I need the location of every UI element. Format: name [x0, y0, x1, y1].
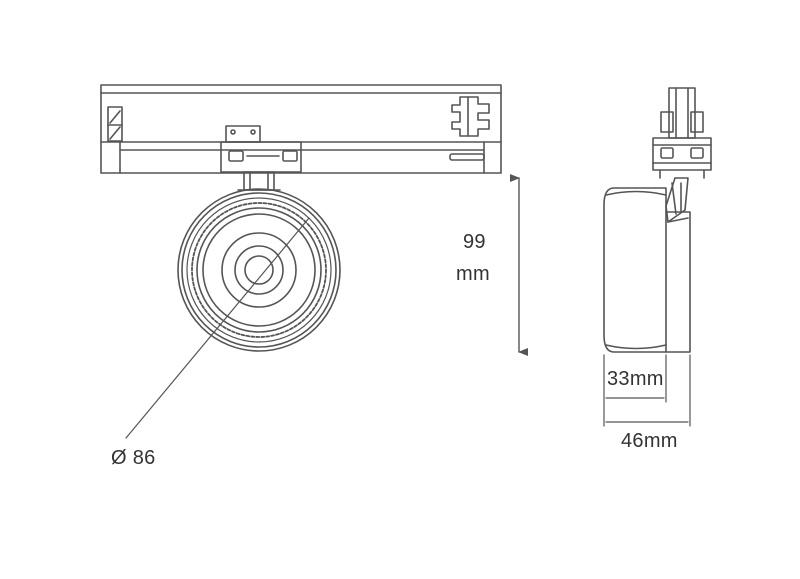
adapter-block: [220, 125, 302, 173]
diameter-leader-line: [125, 217, 310, 439]
left-end-bracket: [107, 106, 123, 142]
height-value-label: 99: [463, 231, 486, 253]
side-head-body: [603, 187, 691, 353]
side-view: [603, 87, 712, 427]
height-unit-label: mm: [456, 263, 490, 285]
side-adapter: [652, 87, 712, 179]
track-rail: [100, 84, 502, 174]
spotlight-head-front: [177, 188, 341, 352]
diameter-label: Ø 86: [111, 447, 156, 469]
depth-dimensions: [603, 354, 691, 427]
depth-outer-label: 46mm: [621, 430, 678, 452]
right-comb-connector: [449, 96, 490, 161]
side-arm: [665, 177, 689, 223]
front-view: [100, 84, 502, 439]
stem: [237, 171, 281, 191]
track-outline: [100, 84, 502, 174]
depth-inner-label: 33mm: [607, 368, 664, 390]
